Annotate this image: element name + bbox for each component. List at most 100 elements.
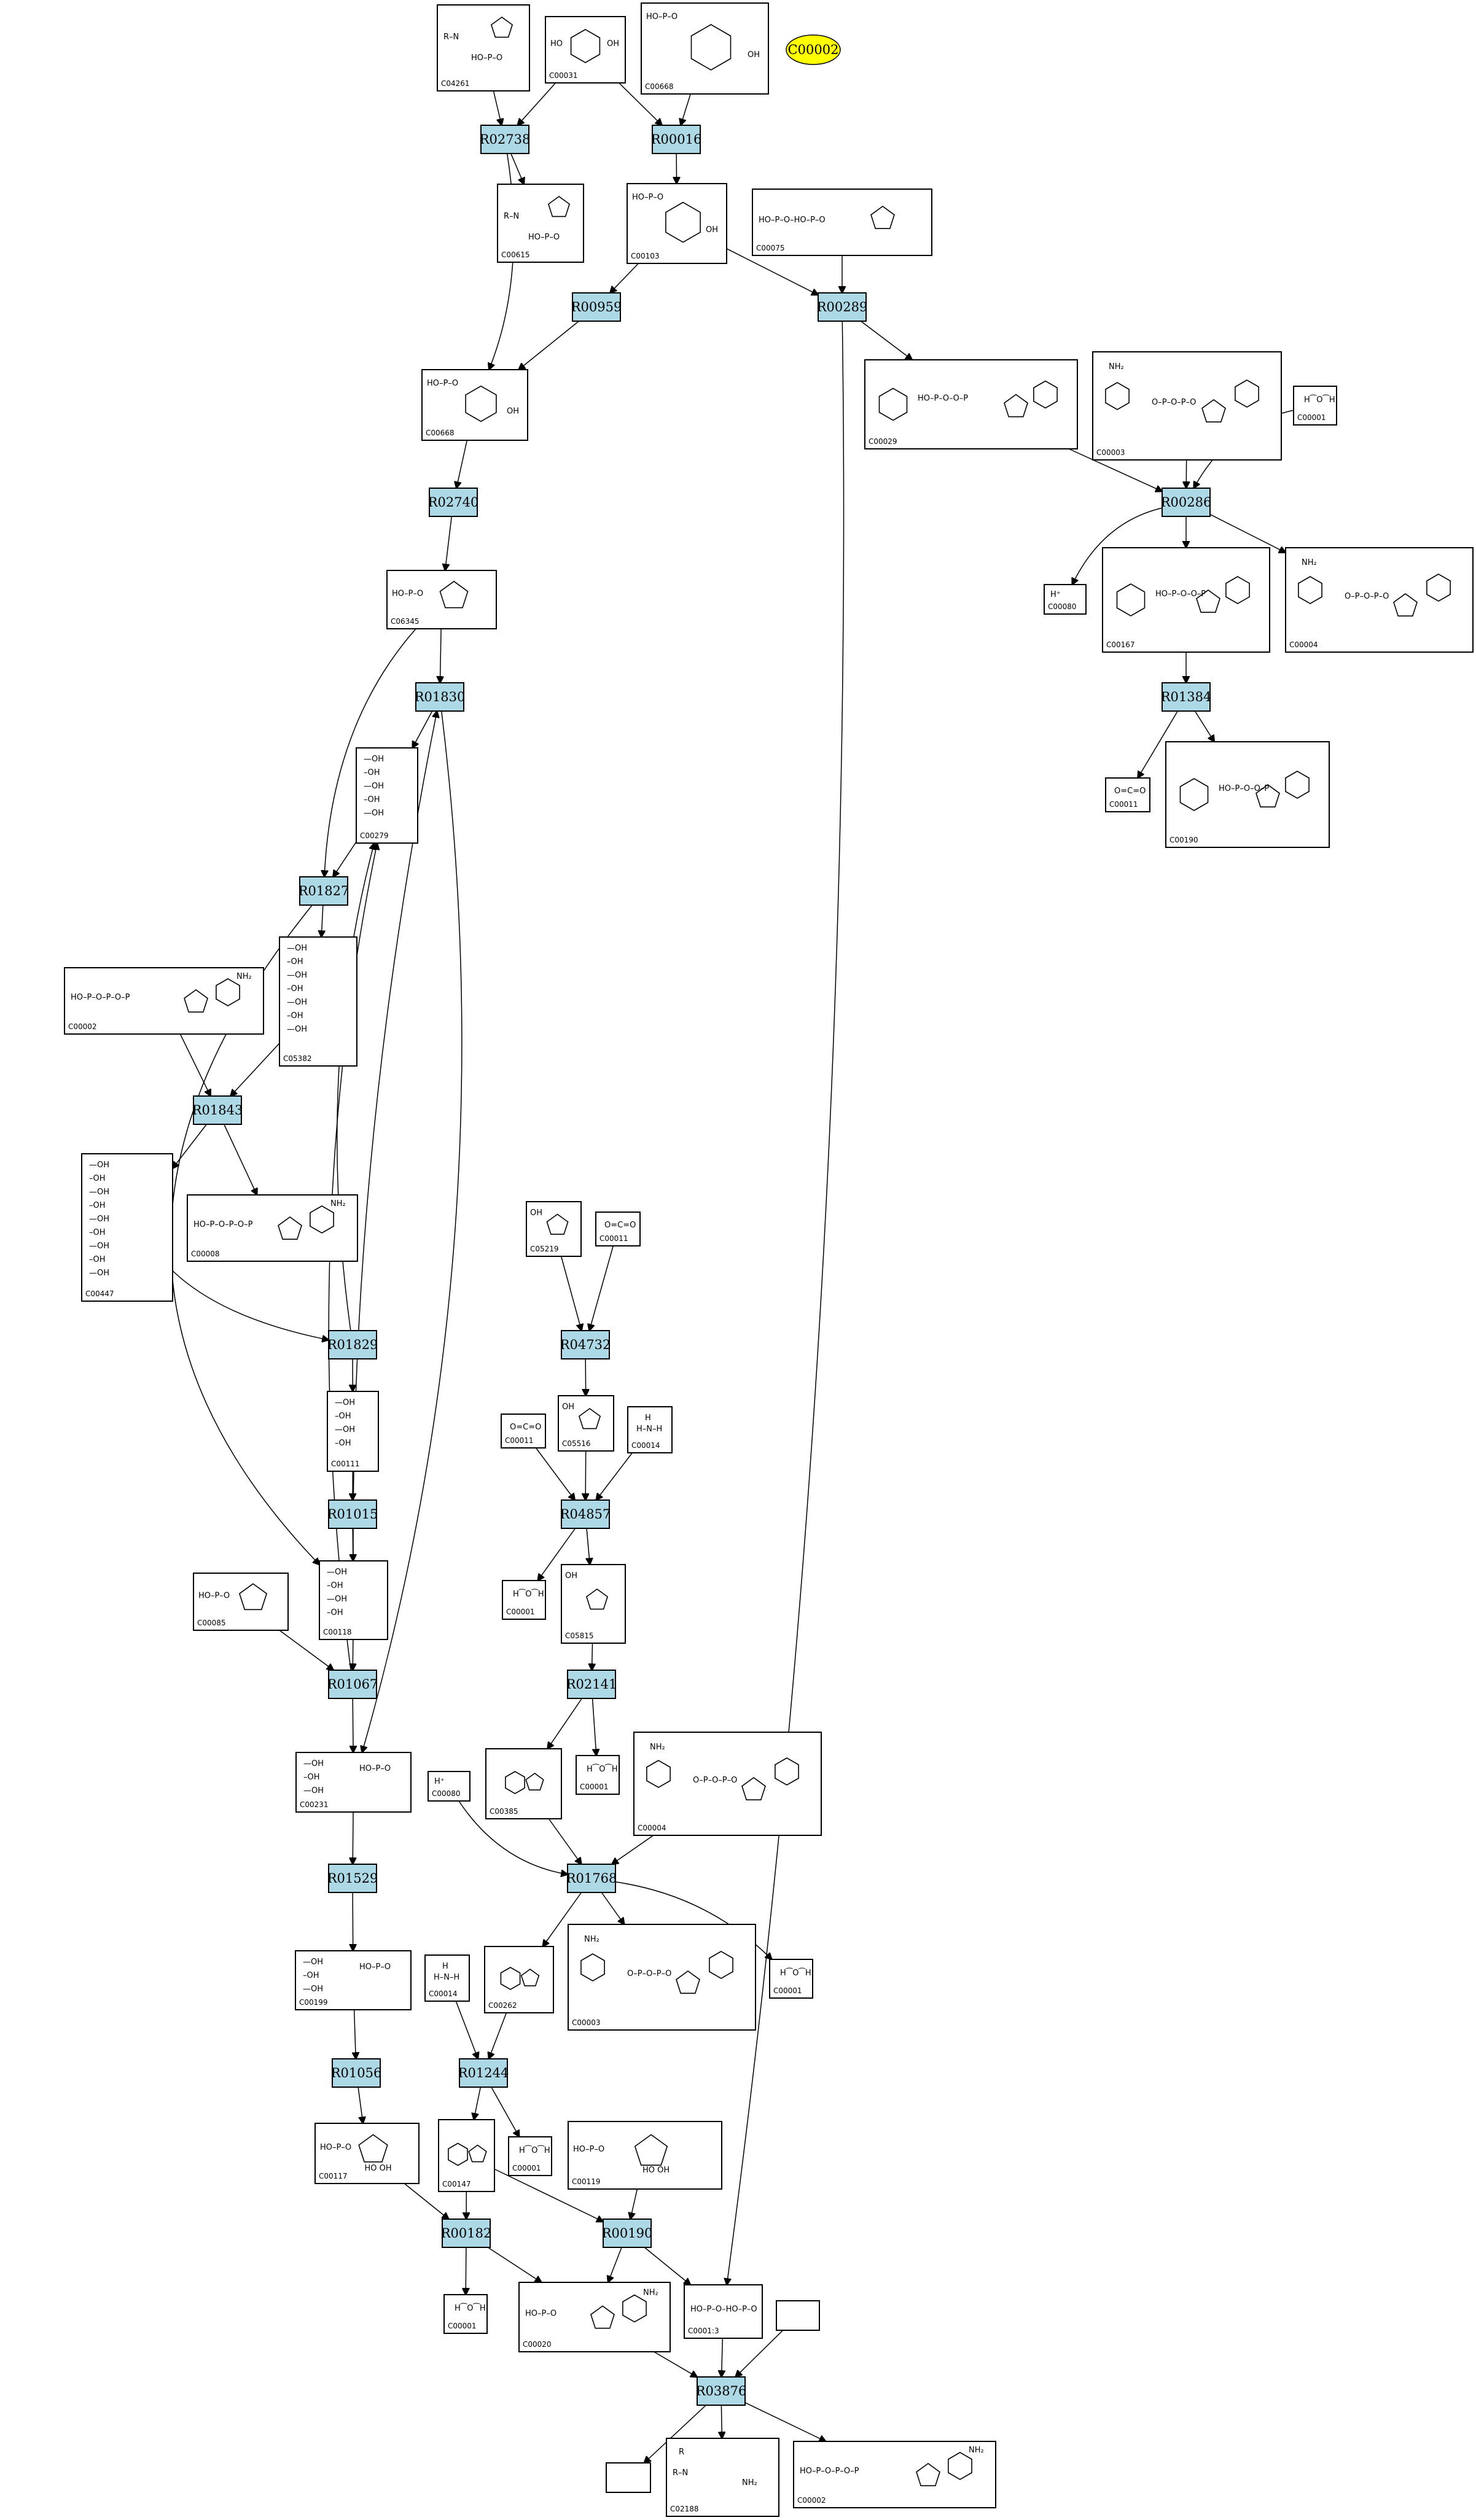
compound-id-label: C05382 bbox=[283, 1054, 312, 1063]
structure-drawing: HO–P–O–O–P bbox=[1179, 771, 1310, 811]
reaction-node-R01827[interactable]: R01827 bbox=[299, 876, 349, 906]
reaction-node-R00016[interactable]: R00016 bbox=[651, 125, 702, 154]
reaction-label: R01056 bbox=[331, 2066, 382, 2080]
compound-C00262[interactable]: C00262 bbox=[484, 1946, 554, 2013]
reaction-box bbox=[415, 682, 464, 712]
reaction-node-R01830[interactable]: R01830 bbox=[415, 682, 466, 712]
edge-C00020-to-R03876 bbox=[654, 2351, 697, 2377]
reaction-node-R04732[interactable]: R04732 bbox=[560, 1330, 611, 1359]
reaction-node-R04857[interactable]: R04857 bbox=[560, 1499, 611, 1529]
reaction-node-R03876[interactable]: R03876 bbox=[696, 2376, 747, 2406]
svg-text:HO–P–O: HO–P–O bbox=[320, 2143, 351, 2152]
reaction-node-R00959[interactable]: R00959 bbox=[571, 292, 622, 322]
structure-drawing: HH–N–H bbox=[636, 1414, 662, 1434]
compound-box bbox=[497, 184, 584, 263]
reaction-node-R02738[interactable]: R02738 bbox=[480, 125, 531, 154]
compound-C00080[interactable]: H⁺C00080 bbox=[428, 1771, 471, 1802]
compound-C00080[interactable]: H⁺C00080 bbox=[1044, 584, 1087, 615]
edge-R02740-to-C06345 bbox=[445, 516, 452, 570]
compound-C00385[interactable]: C00385 bbox=[485, 1748, 562, 1819]
reaction-node-R02141[interactable]: R02141 bbox=[566, 1670, 617, 1699]
edge-R01384-to-C00190 bbox=[1194, 710, 1214, 742]
compound-box bbox=[386, 570, 497, 629]
svg-text:H⁀O⁀H: H⁀O⁀H bbox=[513, 1589, 544, 1599]
reaction-box bbox=[697, 2376, 746, 2406]
edge-R00289-to-C00029 bbox=[861, 321, 912, 360]
compound-C00147[interactable]: C00147 bbox=[438, 2119, 495, 2192]
compound-empty[interactable] bbox=[776, 2300, 820, 2331]
reaction-node-R01244[interactable]: R01244 bbox=[458, 2058, 509, 2088]
reaction-node-R00190[interactable]: R00190 bbox=[602, 2219, 653, 2248]
svg-text:NH₂: NH₂ bbox=[969, 2446, 984, 2455]
reaction-node-R01384[interactable]: R01384 bbox=[1161, 682, 1212, 712]
reaction-node-R01015[interactable]: R01015 bbox=[327, 1499, 378, 1529]
svg-text:HO–P–O: HO–P–O bbox=[392, 589, 423, 599]
structure-drawing: H⁀O⁀H bbox=[513, 1589, 544, 1599]
reaction-node-R00289[interactable]: R00289 bbox=[817, 292, 868, 322]
reaction-node-R02740[interactable]: R02740 bbox=[428, 488, 479, 517]
reaction-node-R01843[interactable]: R01843 bbox=[192, 1095, 243, 1125]
compound-id-label: C00231 bbox=[300, 1800, 329, 1809]
compound-id-label: C00080 bbox=[432, 1789, 461, 1798]
reaction-node-R01768[interactable]: R01768 bbox=[566, 1864, 617, 1893]
highlighted-compound-c00002[interactable]: C00002 bbox=[786, 34, 841, 65]
reaction-node-R01056[interactable]: R01056 bbox=[331, 2058, 382, 2088]
compound-box bbox=[595, 1211, 641, 1246]
reaction-node-R00286[interactable]: R00286 bbox=[1161, 488, 1212, 517]
reaction-node-R00182[interactable]: R00182 bbox=[441, 2219, 492, 2248]
structure-drawing: H⁀O⁀H bbox=[455, 2303, 486, 2313]
reaction-node-R01067[interactable]: R01067 bbox=[327, 1670, 378, 1699]
compound-empty[interactable] bbox=[606, 2462, 651, 2493]
compound-id-label: C00668 bbox=[426, 429, 455, 437]
structure-drawing: HO–P–O bbox=[198, 1583, 268, 1611]
reaction-node-R01829[interactable]: R01829 bbox=[327, 1330, 378, 1359]
reaction-node-R01529[interactable]: R01529 bbox=[327, 1864, 378, 1893]
structure-drawing bbox=[505, 1771, 544, 1794]
